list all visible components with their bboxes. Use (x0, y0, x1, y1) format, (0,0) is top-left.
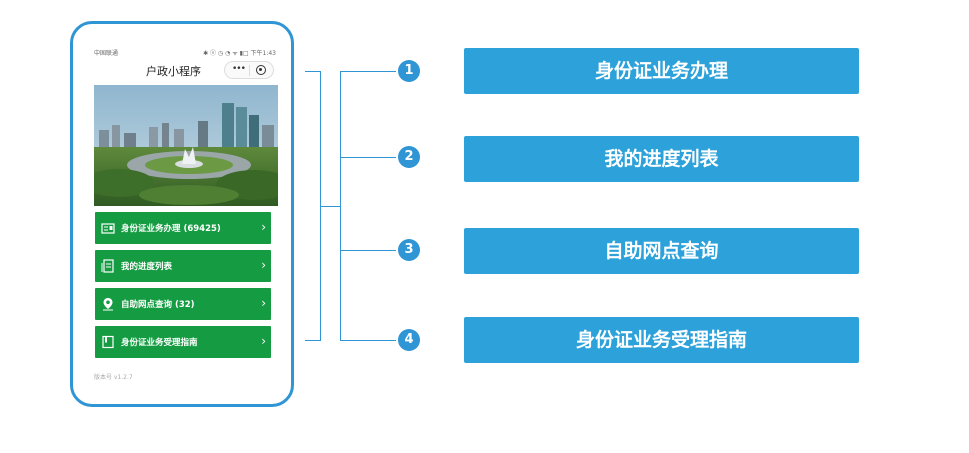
branch-line-3 (340, 250, 396, 251)
branch-line-vertical (340, 71, 341, 341)
menu-item-self-service[interactable]: 自助网点查询 (32) › (95, 288, 271, 320)
id-card-icon (101, 221, 115, 235)
branch-line-2 (340, 157, 396, 158)
chevron-right-icon: › (261, 220, 266, 234)
book-icon (101, 335, 115, 349)
more-icon[interactable]: ••• (232, 64, 246, 74)
bracket-line-top (305, 71, 320, 72)
title-bar: 户政小程序 ••• (94, 59, 278, 83)
carrier-text: 中国联通 (94, 50, 119, 57)
menu-item-label: 身份证业务办理 (69425) (121, 224, 221, 234)
capsule-divider (249, 65, 250, 76)
chevron-right-icon: › (261, 296, 266, 310)
bracket-line-middle (320, 206, 340, 207)
status-icons: ✱ ⓧ ◷ ◔ ᯤ ▮□ 下午1:43 (203, 50, 276, 57)
version-text: 版本号 v1.2.7 (94, 374, 133, 381)
bracket-line-bottom (305, 340, 320, 341)
banner-image (94, 85, 278, 206)
menu-item-id-business[interactable]: 身份证业务办理 (69425) › (95, 212, 271, 244)
status-bar: 中国联通 ✱ ⓧ ◷ ◔ ᯤ ▮□ 下午1:43 (94, 48, 276, 60)
feature-id-business[interactable]: 身份证业务办理 (464, 48, 859, 94)
menu-item-guide[interactable]: 身份证业务受理指南 › (95, 326, 271, 358)
city-illustration (94, 85, 278, 206)
feature-progress-list[interactable]: 我的进度列表 (464, 136, 859, 182)
feature-id-guide[interactable]: 身份证业务受理指南 (464, 317, 859, 363)
menu-item-label: 自助网点查询 (32) (121, 300, 195, 310)
map-pin-icon (101, 297, 115, 311)
document-list-icon (101, 259, 115, 273)
page-title: 户政小程序 (146, 65, 201, 78)
chevron-right-icon: › (261, 258, 266, 272)
feature-self-service-points[interactable]: 自助网点查询 (464, 228, 859, 274)
step-number-3: 3 (398, 239, 420, 261)
branch-line-1 (340, 71, 396, 72)
branch-line-4 (340, 340, 396, 341)
mini-program-capsule: ••• (224, 61, 274, 79)
step-number-2: 2 (398, 146, 420, 168)
step-number-4: 4 (398, 329, 420, 351)
close-target-icon[interactable] (256, 65, 266, 75)
menu-item-label: 我的进度列表 (121, 262, 173, 272)
chevron-right-icon: › (261, 334, 266, 348)
menu-item-label: 身份证业务受理指南 (121, 338, 198, 348)
menu-item-progress[interactable]: 我的进度列表 › (95, 250, 271, 282)
step-number-1: 1 (398, 60, 420, 82)
